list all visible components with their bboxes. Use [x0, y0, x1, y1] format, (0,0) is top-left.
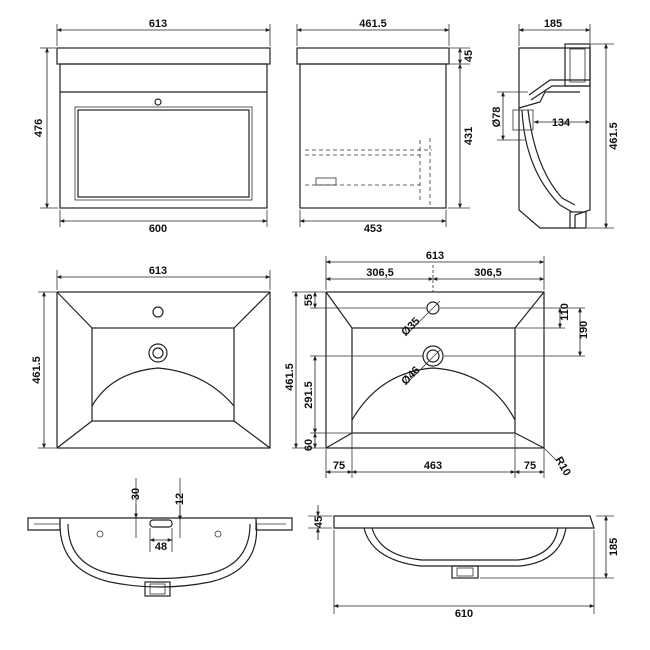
dim-half-left: 306,5: [366, 267, 394, 279]
dim-waste-hole: Ø46: [399, 364, 422, 387]
dim-height-185: 185: [608, 538, 620, 556]
basin-side-view: 45 185 610: [308, 505, 620, 620]
dim-55: 55: [303, 294, 315, 306]
dim-top-thickness: 45: [463, 50, 475, 62]
cabinet-front-view: 613 600 476: [33, 18, 271, 235]
dim-right-width: 613: [426, 250, 444, 262]
dim-section-overall: 461.5: [608, 122, 620, 150]
dim-lip-45: 45: [313, 516, 325, 528]
dim-cabinet-width-top: 613: [149, 18, 167, 30]
dim-right-75: 75: [524, 460, 536, 472]
dim-12: 12: [174, 493, 186, 505]
dim-inner-depth: 134: [552, 117, 571, 129]
dim-basin-depth: 461.5: [31, 356, 43, 384]
dim-60: 60: [303, 439, 315, 451]
cabinet-side-view: 461.5 453 45 431: [296, 18, 475, 235]
dim-half-right: 306,5: [474, 267, 502, 279]
dim-basin-width: 613: [149, 265, 167, 277]
dim-side-height: 431: [463, 127, 475, 145]
dim-waste-diameter: Ø78: [491, 107, 503, 128]
dim-cabinet-width-bottom: 600: [149, 223, 167, 235]
basin-top-view-right: 613 306,5 306,5 55 291.5 461.5 60 110 19…: [284, 250, 590, 478]
dim-bowl-463: 463: [424, 460, 442, 472]
basin-section-view: 185 Ø78 134 461.5: [491, 18, 620, 229]
dim-section-depth: 185: [544, 18, 562, 30]
dim-110: 110: [559, 303, 571, 321]
dim-cabinet-height: 476: [33, 119, 45, 137]
basin-top-view-left: 613 461.5: [31, 265, 271, 449]
dim-190: 190: [578, 321, 590, 339]
basin-front-view: 30 12 48: [27, 478, 293, 597]
dim-side-depth-top: 461.5: [359, 18, 387, 30]
dim-length-610: 610: [455, 608, 473, 620]
dim-radius: R10: [552, 455, 572, 478]
dim-4615: 461.5: [284, 363, 296, 391]
dim-left-75: 75: [333, 460, 345, 472]
dim-2915: 291.5: [303, 381, 315, 409]
dim-tap-hole: Ø35: [399, 315, 422, 338]
dim-overflow-48: 48: [155, 541, 167, 553]
dim-side-depth-bottom: 453: [364, 223, 382, 235]
dim-30: 30: [130, 488, 142, 500]
